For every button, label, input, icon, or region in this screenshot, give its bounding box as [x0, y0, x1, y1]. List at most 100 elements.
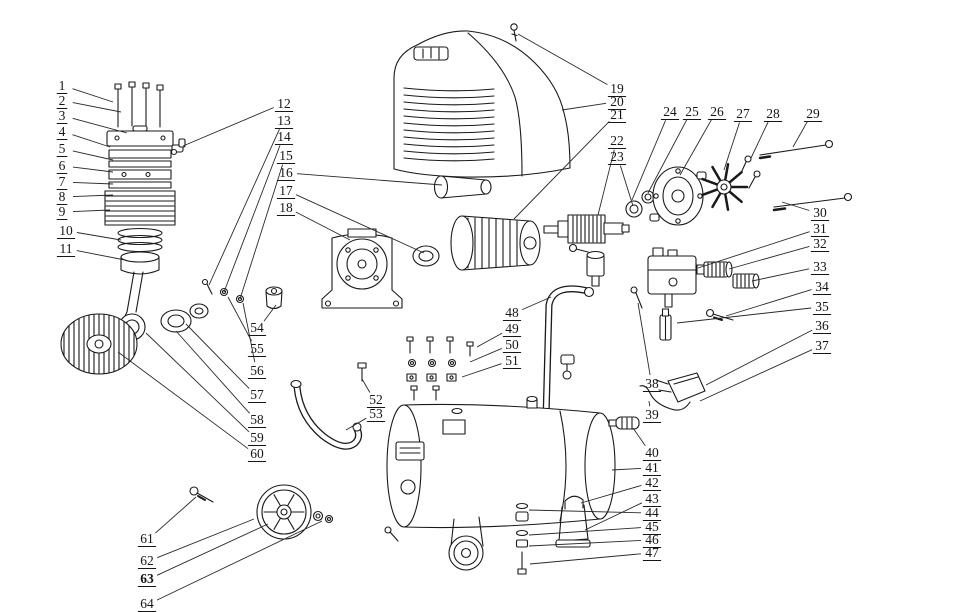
part-label-36: 36: [705, 318, 832, 386]
part-number-8: 8: [59, 189, 66, 204]
oil-seal: [412, 245, 440, 267]
part-label-41: 41: [611, 460, 662, 476]
leader-line-40: [632, 427, 646, 447]
part-label-21: 21: [513, 107, 627, 220]
part-label-57: 57: [185, 323, 267, 403]
safety-valve: [560, 354, 575, 380]
leader-line-47: [529, 553, 642, 565]
part-number-17: 17: [279, 183, 293, 198]
part-number-42: 42: [645, 475, 659, 490]
part-number-60: 60: [250, 446, 264, 461]
part-label-32: 32: [728, 236, 830, 270]
part-label-38: 38: [637, 302, 662, 392]
outlet-tube: [290, 379, 363, 450]
part-number-61: 61: [140, 531, 154, 546]
part-number-62: 62: [140, 553, 154, 568]
power-cord-plug: [639, 372, 706, 411]
leader-line-9: [72, 209, 111, 213]
leader-line-51: [461, 363, 502, 378]
part-number-4: 4: [59, 124, 66, 139]
wheel-nut: [324, 514, 334, 524]
leader-line-50: [469, 347, 502, 363]
leader-line-17: [295, 194, 425, 254]
part-label-1: 1: [56, 78, 114, 103]
rotor: [543, 214, 630, 244]
cylinder-sleeve: [433, 175, 492, 199]
part-number-48: 48: [505, 305, 519, 320]
motor-end-bell: [649, 166, 707, 226]
part-label-18: 18: [276, 200, 351, 241]
part-number-16: 16: [279, 165, 293, 180]
part-number-32: 32: [813, 236, 827, 251]
shroud-screw-icon: [510, 23, 518, 42]
leader-line-32: [728, 245, 810, 270]
part-label-26: 26: [679, 104, 727, 176]
leader-line-14: [223, 145, 281, 293]
air-tank: [386, 395, 616, 529]
tank-wheel-assembly: [448, 516, 484, 571]
bearing-and-seal: [160, 303, 209, 333]
tank-foot-bolt: [384, 526, 399, 542]
part-label-23: 23: [607, 149, 634, 207]
part-number-22: 22: [610, 133, 624, 148]
part-label-35: 35: [676, 299, 832, 324]
leader-line-28: [750, 121, 769, 159]
part-number-47: 47: [645, 545, 659, 560]
u-bracket: [564, 495, 584, 510]
part-label-37: 37: [699, 338, 832, 402]
part-number-38: 38: [645, 376, 659, 391]
part-number-49: 49: [505, 321, 519, 336]
leader-line-20: [561, 102, 607, 111]
part-number-41: 41: [645, 460, 659, 475]
leader-line-27: [723, 122, 740, 171]
part-label-54: 54: [247, 304, 277, 336]
part-label-10: 10: [56, 223, 122, 241]
leader-line-52: [361, 378, 371, 393]
part-number-2: 2: [59, 93, 66, 108]
part-label-47: 47: [529, 545, 662, 565]
leader-line-64: [156, 520, 323, 601]
tube-screw-icon: [357, 362, 367, 382]
part-label-8: 8: [56, 189, 114, 205]
part-number-24: 24: [663, 104, 677, 119]
through-bolts: [758, 139, 853, 212]
part-number-56: 56: [250, 363, 264, 378]
part-label-64: 64: [137, 520, 323, 612]
part-label-46: 46: [528, 532, 662, 548]
part-number-27: 27: [736, 106, 750, 121]
leader-line-15: [239, 164, 284, 300]
part-number-58: 58: [250, 412, 264, 427]
leader-line-16: [296, 173, 443, 186]
part-number-13: 13: [277, 113, 291, 128]
part-number-63: 63: [140, 571, 154, 586]
flywheel-fan: [60, 313, 138, 375]
part-number-51: 51: [505, 353, 519, 368]
leader-line-46: [528, 539, 642, 547]
part-number-10: 10: [59, 223, 73, 238]
standoff: [659, 308, 672, 341]
leader-line-23: [619, 165, 634, 207]
leader-line-63: [156, 523, 269, 576]
part-label-45: 45: [528, 519, 662, 536]
leader-line-21: [513, 121, 610, 220]
leader-line-24: [631, 120, 667, 201]
leader-line-42: [580, 484, 642, 504]
part-number-52: 52: [369, 392, 383, 407]
part-number-59: 59: [250, 430, 264, 445]
leader-line-45: [528, 527, 642, 536]
leader-line-30: [781, 201, 810, 211]
leader-line-44: [528, 509, 642, 514]
leader-line-7: [72, 181, 114, 185]
part-number-50: 50: [505, 337, 519, 352]
part-label-56: 56: [242, 302, 267, 379]
part-number-53: 53: [369, 406, 383, 421]
part-label-19: 19: [517, 33, 627, 97]
leader-line-22: [597, 149, 615, 216]
part-label-39: 39: [642, 400, 662, 423]
part-number-20: 20: [610, 94, 624, 109]
part-label-5: 5: [56, 141, 114, 161]
leader-line-5: [72, 150, 114, 161]
check-valve: [568, 243, 605, 287]
leader-line-6: [72, 166, 114, 173]
